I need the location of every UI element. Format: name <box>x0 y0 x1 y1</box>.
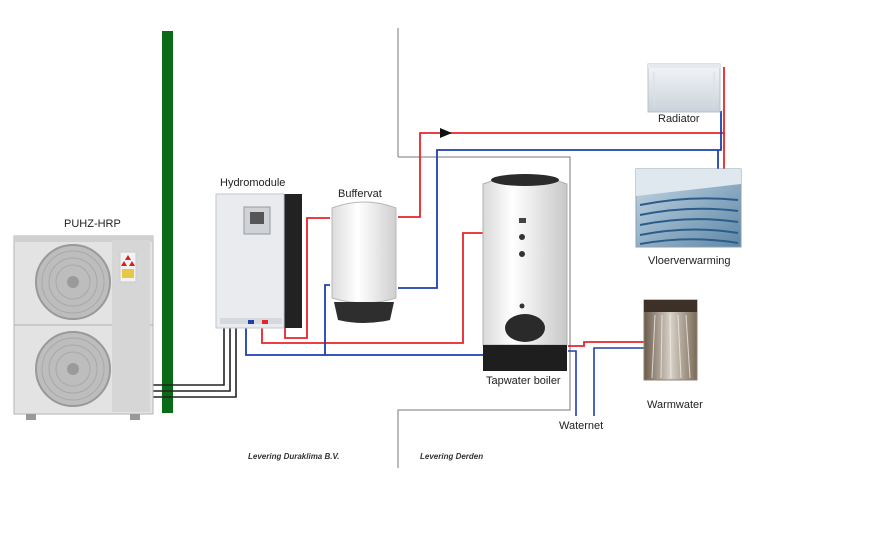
outdoor-unit <box>13 235 154 420</box>
refrigerant-line-1 <box>152 323 225 386</box>
outdoor-unit-label: PUHZ-HRP <box>64 218 121 230</box>
supply-duraklima-label: Levering Duraklima B.V. <box>248 452 340 461</box>
buffer-tank-label: Buffervat <box>338 188 382 200</box>
buffer-tank <box>331 201 397 323</box>
refrigerant-line-3 <box>152 323 237 398</box>
cold-water-pipe-1 <box>568 350 577 416</box>
boundary-wall <box>162 31 173 413</box>
floor-heating-label: Vloerverwarming <box>648 255 731 267</box>
divider-line-boundary <box>397 156 571 468</box>
floor-heating-image <box>635 168 742 248</box>
supply-pipe-buffer-to-heating <box>398 67 725 218</box>
supply-third-party-label: Levering Derden <box>420 452 484 461</box>
return-pipe-buffer-to-hydro <box>324 284 483 356</box>
supply-pipe-hydro-to-boiler <box>261 232 483 344</box>
return-pipe-heating-to-buffer <box>398 111 722 289</box>
hot-water-label: Warmwater <box>647 399 703 411</box>
radiator-image <box>647 63 721 113</box>
hydromodule-unit <box>215 193 302 329</box>
water-mains-label: Waternet <box>559 420 604 432</box>
tap-water-boiler <box>482 174 568 371</box>
cold-water-pipe-2 <box>593 347 644 416</box>
supply-pipe-hydro-to-buffer <box>284 217 330 339</box>
refrigerant-line-2 <box>152 323 231 392</box>
shower-image <box>643 299 698 381</box>
radiator-label: Radiator <box>658 113 700 125</box>
tap-water-boiler-label: Tapwater boiler <box>486 375 561 387</box>
return-pipe-hydro <box>245 326 325 356</box>
hot-water-pipe <box>568 341 644 347</box>
hydromodule-label: Hydromodule <box>220 177 286 189</box>
flow-direction-arrow <box>440 128 452 138</box>
